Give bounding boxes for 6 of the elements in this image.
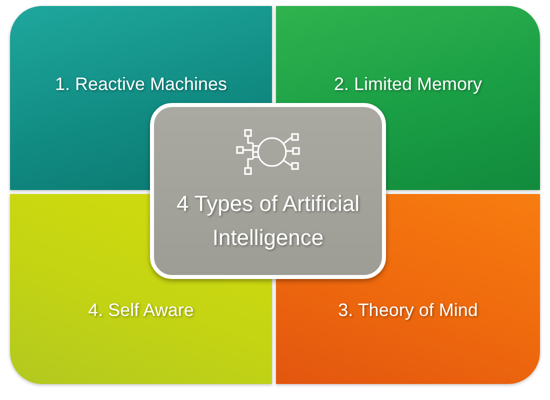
quadrant-label: 4. Self Aware <box>88 299 194 322</box>
center-panel <box>150 103 386 279</box>
quadrant-label: 2. Limited Memory <box>334 73 482 96</box>
quadrant-label: 3. Theory of Mind <box>338 299 478 322</box>
quadrant-label: 1. Reactive Machines <box>54 73 228 96</box>
center-title: 4 Types of Artificial Intelligence <box>175 190 360 252</box>
